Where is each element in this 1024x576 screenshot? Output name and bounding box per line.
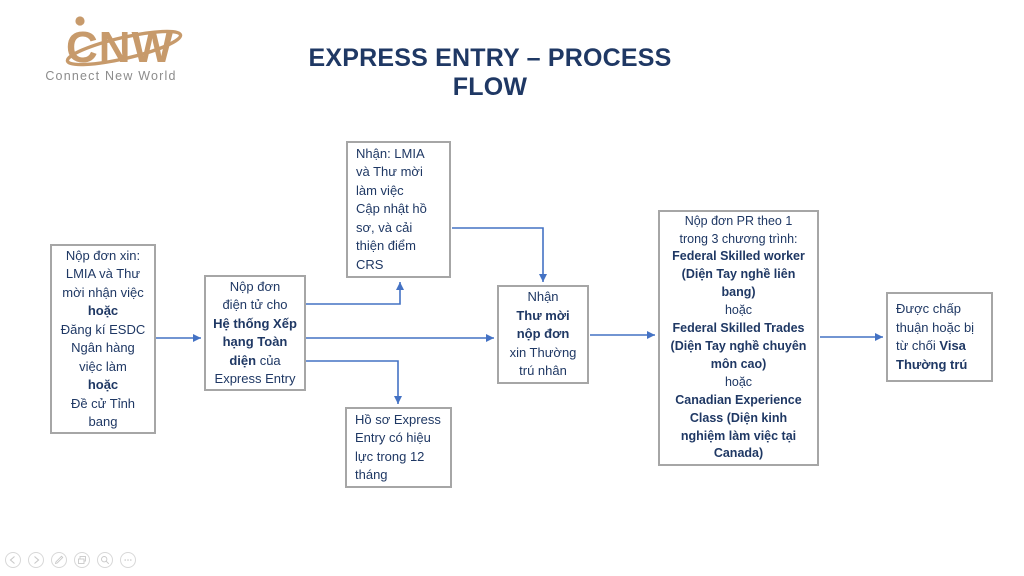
magnifier-icon — [101, 556, 110, 565]
slide-title: EXPRESS ENTRY – PROCESS FLOW — [308, 44, 672, 101]
more-options-button[interactable] — [120, 552, 136, 568]
flow-box-receive-ita: Nhận Thư mời nộp đơn xin Thường trú nhân — [497, 285, 589, 384]
flow-box-profile-validity-text: Hồ sơ Express Entry có hiệu lực trong 12… — [355, 411, 441, 483]
right-arrow-icon — [34, 556, 40, 564]
flow-box-apply-documents-text: Nộp đơn xin: LMIA và Thư mời nhận việc h… — [60, 247, 146, 430]
flow-box-submit-ee-profile-text: Nộp đơn điện tử cho Hệ thống Xếp hạng To… — [213, 278, 297, 387]
presenter-toolbar — [5, 552, 136, 568]
flow-box-pr-programs-text: Nộp đơn PR theo 1 trong 3 chương trình: … — [670, 213, 807, 461]
flow-box-receive-ita-text: Nhận Thư mời nộp đơn xin Thường trú nhân — [509, 289, 577, 379]
arrow-profile-to-receive-update — [306, 282, 404, 305]
previous-slide-button[interactable] — [5, 552, 21, 568]
flow-box-submit-ee-profile: Nộp đơn điện tử cho Hệ thống Xếp hạng To… — [204, 275, 306, 391]
cnw-logo-mark: CNW — [65, 16, 183, 72]
arrow-profile-to-validity — [306, 360, 402, 404]
flow-box-apply-documents: Nộp đơn xin: LMIA và Thư mời nhận việc h… — [50, 244, 156, 434]
pen-icon — [54, 555, 64, 565]
arrow-receive-update-to-ita — [452, 227, 547, 282]
logo-text: CNW — [66, 23, 174, 68]
logo-swoosh — [65, 29, 183, 67]
zoom-slide-button[interactable] — [97, 552, 113, 568]
logo-tagline: Connect New World — [45, 69, 177, 83]
flow-box-visa-decision-text: Được chấp thuận hoặc bị từ chối Visa Thư… — [896, 301, 975, 372]
pen-tools-button[interactable] — [51, 552, 67, 568]
flow-box-profile-validity: Hồ sơ Express Entry có hiệu lực trong 12… — [345, 407, 452, 488]
see-all-slides-button[interactable] — [74, 552, 90, 568]
flow-box-pr-programs: Nộp đơn PR theo 1 trong 3 chương trình: … — [658, 210, 819, 466]
ellipsis-icon — [124, 559, 132, 561]
next-slide-button[interactable] — [28, 552, 44, 568]
flow-box-visa-decision: Được chấp thuận hoặc bị từ chối Visa Thư… — [886, 292, 993, 382]
cnw-logo: CNW Connect New World — [36, 10, 186, 83]
slides-icon — [78, 556, 86, 564]
flow-box-receive-lmia-update-crs-text: Nhận: LMIA và Thư mời làm việc Cập nhật … — [356, 145, 427, 272]
logo-dot — [75, 16, 85, 26]
left-arrow-icon — [9, 556, 15, 564]
flow-box-receive-lmia-update-crs: Nhận: LMIA và Thư mời làm việc Cập nhật … — [346, 141, 451, 278]
